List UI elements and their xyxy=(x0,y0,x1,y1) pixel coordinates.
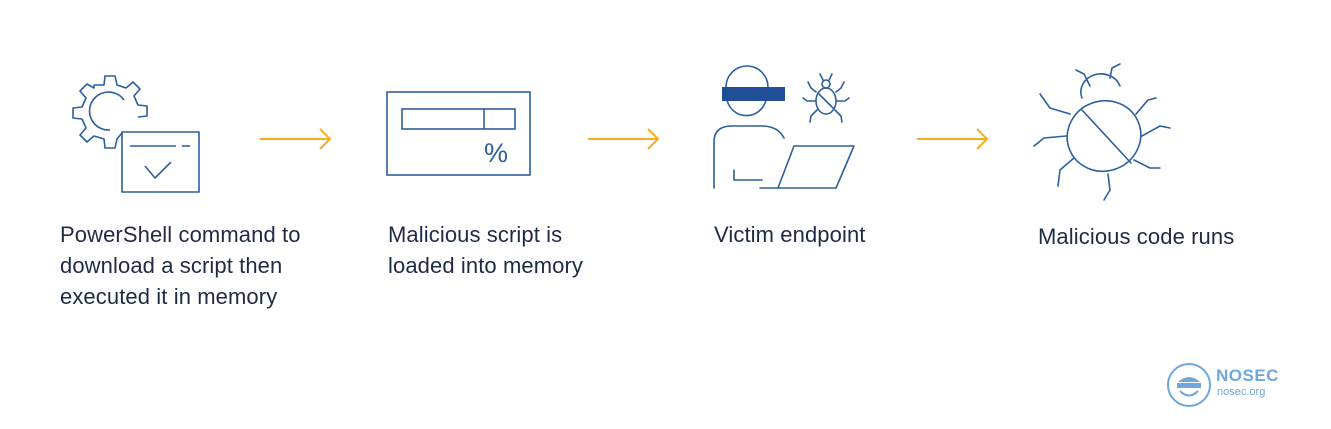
masked-user-laptop-bug-icon xyxy=(713,65,855,189)
watermark-title: NOSEC xyxy=(1216,366,1279,385)
arrow-right-icon xyxy=(588,128,660,150)
step-1-label: PowerShell command to download a script … xyxy=(60,222,301,309)
step-3-label: Victim endpoint xyxy=(714,222,866,247)
crossed-bug-icon xyxy=(1033,63,1171,201)
nosec-watermark: NOSEC nosec.org xyxy=(1166,362,1286,407)
gear-window-check-icon xyxy=(72,75,200,193)
percent-symbol: % xyxy=(484,138,509,168)
step-4-label: Malicious code runs xyxy=(1038,224,1235,249)
progress-window-icon xyxy=(386,91,531,176)
step-2-label: Malicious script is loaded into memory xyxy=(388,222,584,278)
nosec-logo-icon xyxy=(1167,363,1211,407)
watermark-site: nosec.org xyxy=(1217,386,1266,398)
arrow-right-icon xyxy=(260,128,332,150)
arrow-right-icon xyxy=(917,128,989,150)
